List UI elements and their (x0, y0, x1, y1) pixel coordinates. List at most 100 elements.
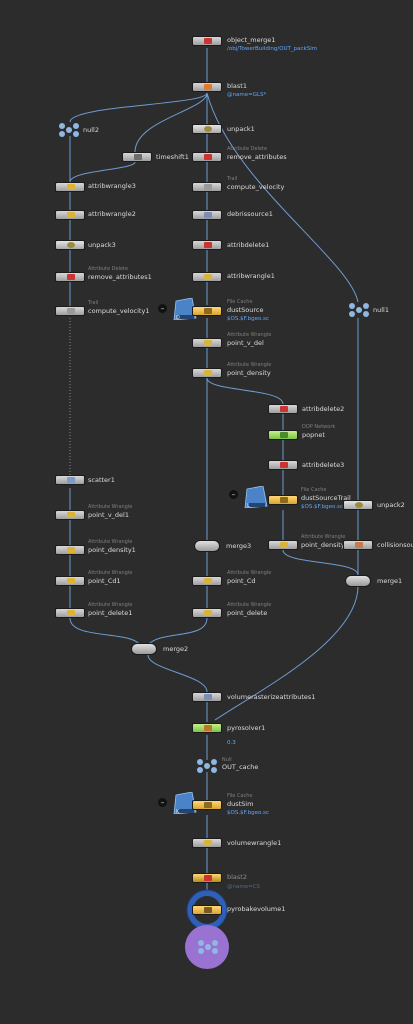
node-tile[interactable] (268, 460, 298, 470)
node-tile[interactable] (192, 905, 222, 915)
node-label: collisionsou (377, 541, 413, 549)
collapse-icon[interactable]: – (229, 490, 238, 499)
node-type: File Cache (227, 299, 253, 305)
unpack-icon (204, 126, 212, 132)
file-cache-icon (244, 486, 268, 508)
trail-icon (204, 184, 212, 190)
node-tile[interactable] (268, 540, 298, 550)
null-icon[interactable] (346, 302, 372, 318)
wrangle-icon (67, 547, 75, 553)
node-type: File Cache (301, 487, 327, 493)
file-cache-icon (173, 792, 197, 814)
node-param: $OS.$F.bgeo.sc (227, 810, 269, 816)
node-out-cache[interactable]: Null OUT_cache (194, 757, 258, 778)
node-null2[interactable]: null2 (56, 122, 99, 142)
node-tile[interactable] (343, 540, 373, 550)
badge: K (176, 809, 180, 815)
node-label: volumewrangle1 (227, 839, 282, 847)
node-tile[interactable] (192, 723, 222, 733)
wrangle-icon (204, 340, 212, 346)
node-label: attribdelete2 (302, 405, 345, 413)
unpack-icon (67, 242, 75, 248)
node-label: attribdelete3 (302, 461, 345, 469)
node-tile[interactable] (192, 82, 222, 92)
node-null1[interactable]: null1 (346, 302, 389, 322)
node-tile[interactable] (192, 306, 222, 316)
node-tile[interactable] (268, 430, 298, 440)
node-tile[interactable] (192, 210, 222, 220)
collision-source-icon (355, 542, 363, 548)
node-label: merge3 (226, 542, 252, 550)
node-tile[interactable] (55, 608, 85, 618)
node-label: merge1 (377, 577, 403, 585)
node-label: OUT_cache (222, 763, 259, 771)
node-tile[interactable] (55, 240, 85, 250)
node-label: timeshift1 (156, 153, 189, 161)
node-label: null2 (83, 126, 99, 134)
node-label: debrissource1 (227, 210, 273, 218)
node-tile[interactable] (55, 475, 85, 485)
collapse-icon[interactable]: – (158, 798, 167, 807)
node-tile[interactable] (55, 510, 85, 520)
node-type: Attribute Wrangle (227, 570, 272, 576)
null-icon[interactable] (56, 122, 82, 138)
node-label: point_density2 (301, 541, 349, 549)
node-label: dustSourceTrail (301, 494, 351, 502)
node-type: Null (222, 757, 232, 763)
merge-icon[interactable] (345, 575, 371, 587)
node-tile[interactable] (192, 124, 222, 134)
node-tile[interactable] (192, 152, 222, 162)
node-type: Attribute Wrangle (227, 602, 272, 608)
node-tile[interactable] (55, 272, 85, 282)
node-tile[interactable] (192, 240, 222, 250)
node-type: Trail (227, 176, 238, 182)
node-tile[interactable] (55, 182, 85, 192)
node-label: pyrobakevolume1 (227, 905, 286, 913)
node-tile[interactable] (192, 338, 222, 348)
node-label: point_density (227, 369, 271, 377)
merge-icon[interactable] (131, 643, 157, 655)
node-tile[interactable] (55, 576, 85, 586)
node-tile[interactable] (192, 800, 222, 810)
pyro-solver-icon (204, 725, 212, 731)
node-tile[interactable] (192, 838, 222, 848)
node-tile[interactable] (343, 500, 373, 510)
badge: D (176, 315, 180, 321)
node-tile[interactable] (192, 272, 222, 282)
node-tile[interactable] (192, 368, 222, 378)
node-type: Attribute Wrangle (88, 504, 133, 510)
node-tile[interactable] (55, 306, 85, 316)
node-type: Attribute Wrangle (227, 362, 272, 368)
node-label: blast2 (227, 873, 247, 881)
node-tile[interactable] (192, 182, 222, 192)
node-label: dustSource (227, 306, 264, 314)
node-tile[interactable] (192, 576, 222, 586)
null-icon[interactable] (195, 939, 221, 955)
node-type: Attribute Wrangle (301, 534, 346, 540)
node-tile[interactable] (192, 692, 222, 702)
collapse-icon[interactable]: – (158, 304, 167, 313)
node-tile[interactable] (192, 36, 222, 46)
node-tile[interactable] (192, 608, 222, 618)
attribute-delete-icon (280, 462, 288, 468)
node-label: merge2 (163, 645, 189, 653)
wrangle-icon (67, 184, 75, 190)
node-tile[interactable] (268, 495, 298, 505)
display-output-node[interactable] (195, 939, 221, 959)
node-tile[interactable] (192, 873, 222, 883)
node-param: $OS.$F.bgeo.sc (301, 504, 343, 510)
wrangle-icon (204, 578, 212, 584)
node-label: object_merge1 (227, 36, 276, 44)
node-label: attribdelete1 (227, 241, 270, 249)
node-tile[interactable] (55, 210, 85, 220)
node-tile[interactable] (55, 545, 85, 555)
scatter-icon (67, 477, 75, 483)
null-icon[interactable] (194, 758, 220, 774)
node-tile[interactable] (268, 404, 298, 414)
wrangle-icon (67, 578, 75, 584)
trail-icon (67, 308, 75, 314)
node-label: attribwrangle3 (88, 182, 136, 190)
merge-icon[interactable] (194, 540, 220, 552)
node-tile[interactable] (122, 152, 152, 162)
